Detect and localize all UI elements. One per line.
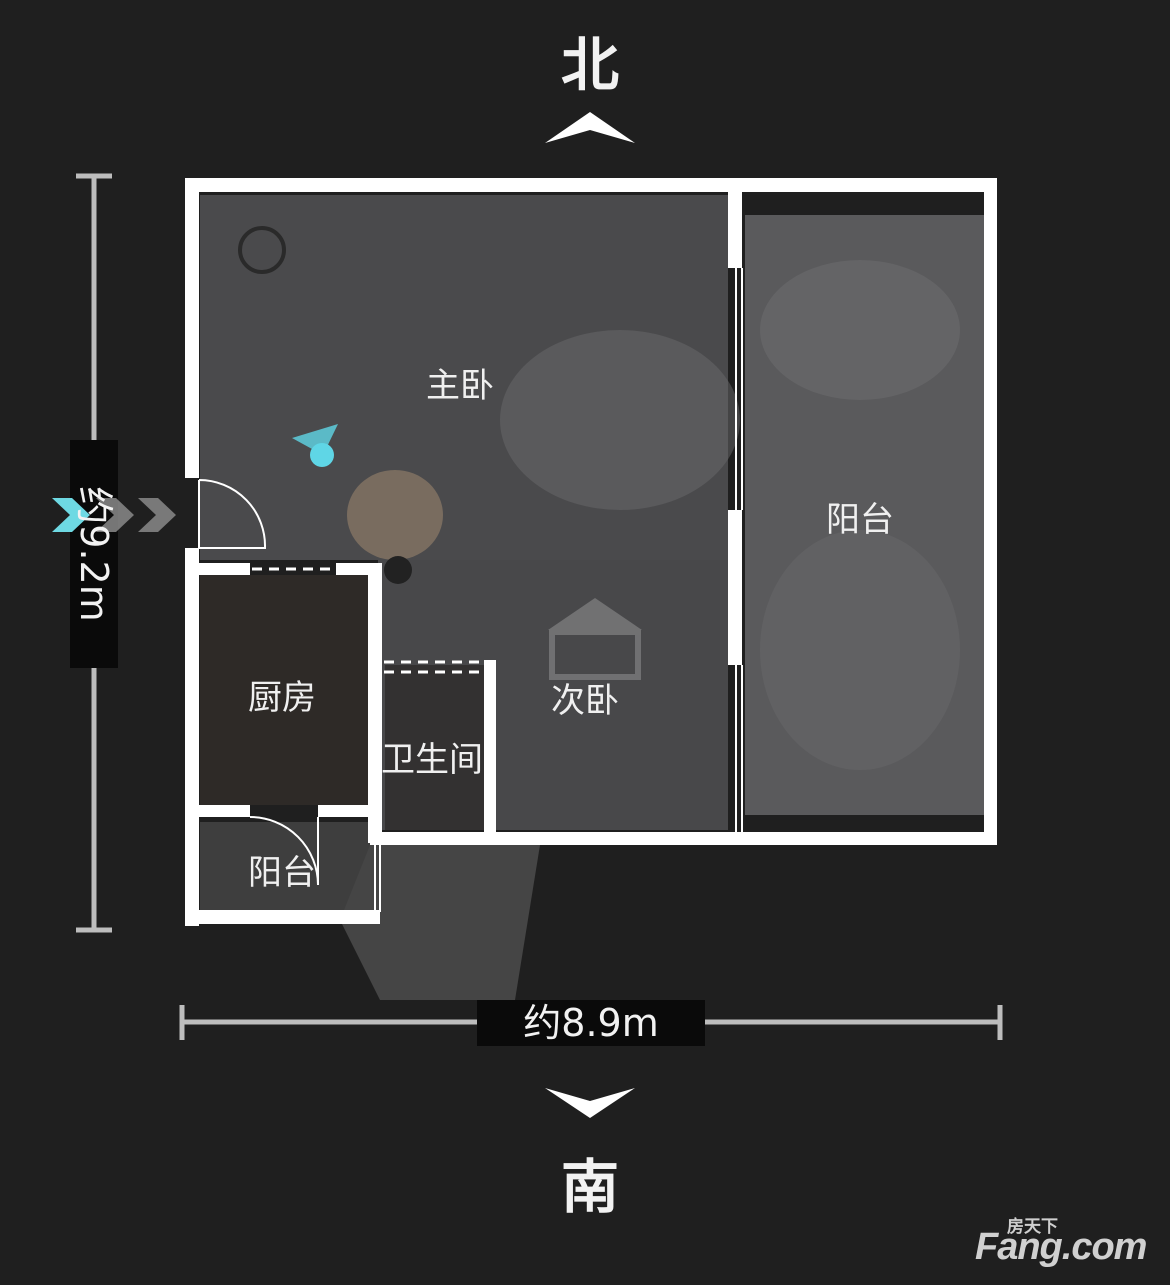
south-arrow-icon xyxy=(545,1088,635,1118)
bathroom-floor xyxy=(385,665,485,830)
room-label-bathroom: 卫生间 xyxy=(381,740,483,780)
entrance-door-icon xyxy=(198,479,267,549)
north-arrow-icon xyxy=(545,112,635,143)
room-label-kitchen: 厨房 xyxy=(248,678,316,718)
watermark-cn: 房天下 xyxy=(1007,1217,1058,1237)
kitchen-floor xyxy=(200,575,368,805)
watermark-en: Fang.com xyxy=(975,1226,1147,1268)
height-dimension-label: 约9.2m xyxy=(72,486,116,622)
windows xyxy=(374,192,991,912)
doorway-dashes xyxy=(252,567,484,674)
room-label-balcony-east: 阳台 xyxy=(826,500,894,540)
width-dimension-label: 约8.9m xyxy=(477,1000,705,1046)
entrance-chevrons-icon xyxy=(52,498,176,532)
room-label-balcony-small: 阳台 xyxy=(248,853,316,893)
room-label-second-bedroom: 次卧 xyxy=(551,681,619,721)
small-balcony-floor xyxy=(200,822,370,912)
room-label-master-bedroom: 主卧 xyxy=(426,366,494,406)
balcony-door-icon xyxy=(249,816,319,886)
fang-watermark: 房天下 Fang.com xyxy=(975,1212,1155,1272)
house-logo-watermark xyxy=(548,598,642,680)
exterior-area xyxy=(340,845,540,1000)
position-marker-icon xyxy=(310,443,334,467)
north-label: 北 xyxy=(560,31,619,99)
walls xyxy=(185,178,997,926)
south-label: 南 xyxy=(560,1153,619,1221)
